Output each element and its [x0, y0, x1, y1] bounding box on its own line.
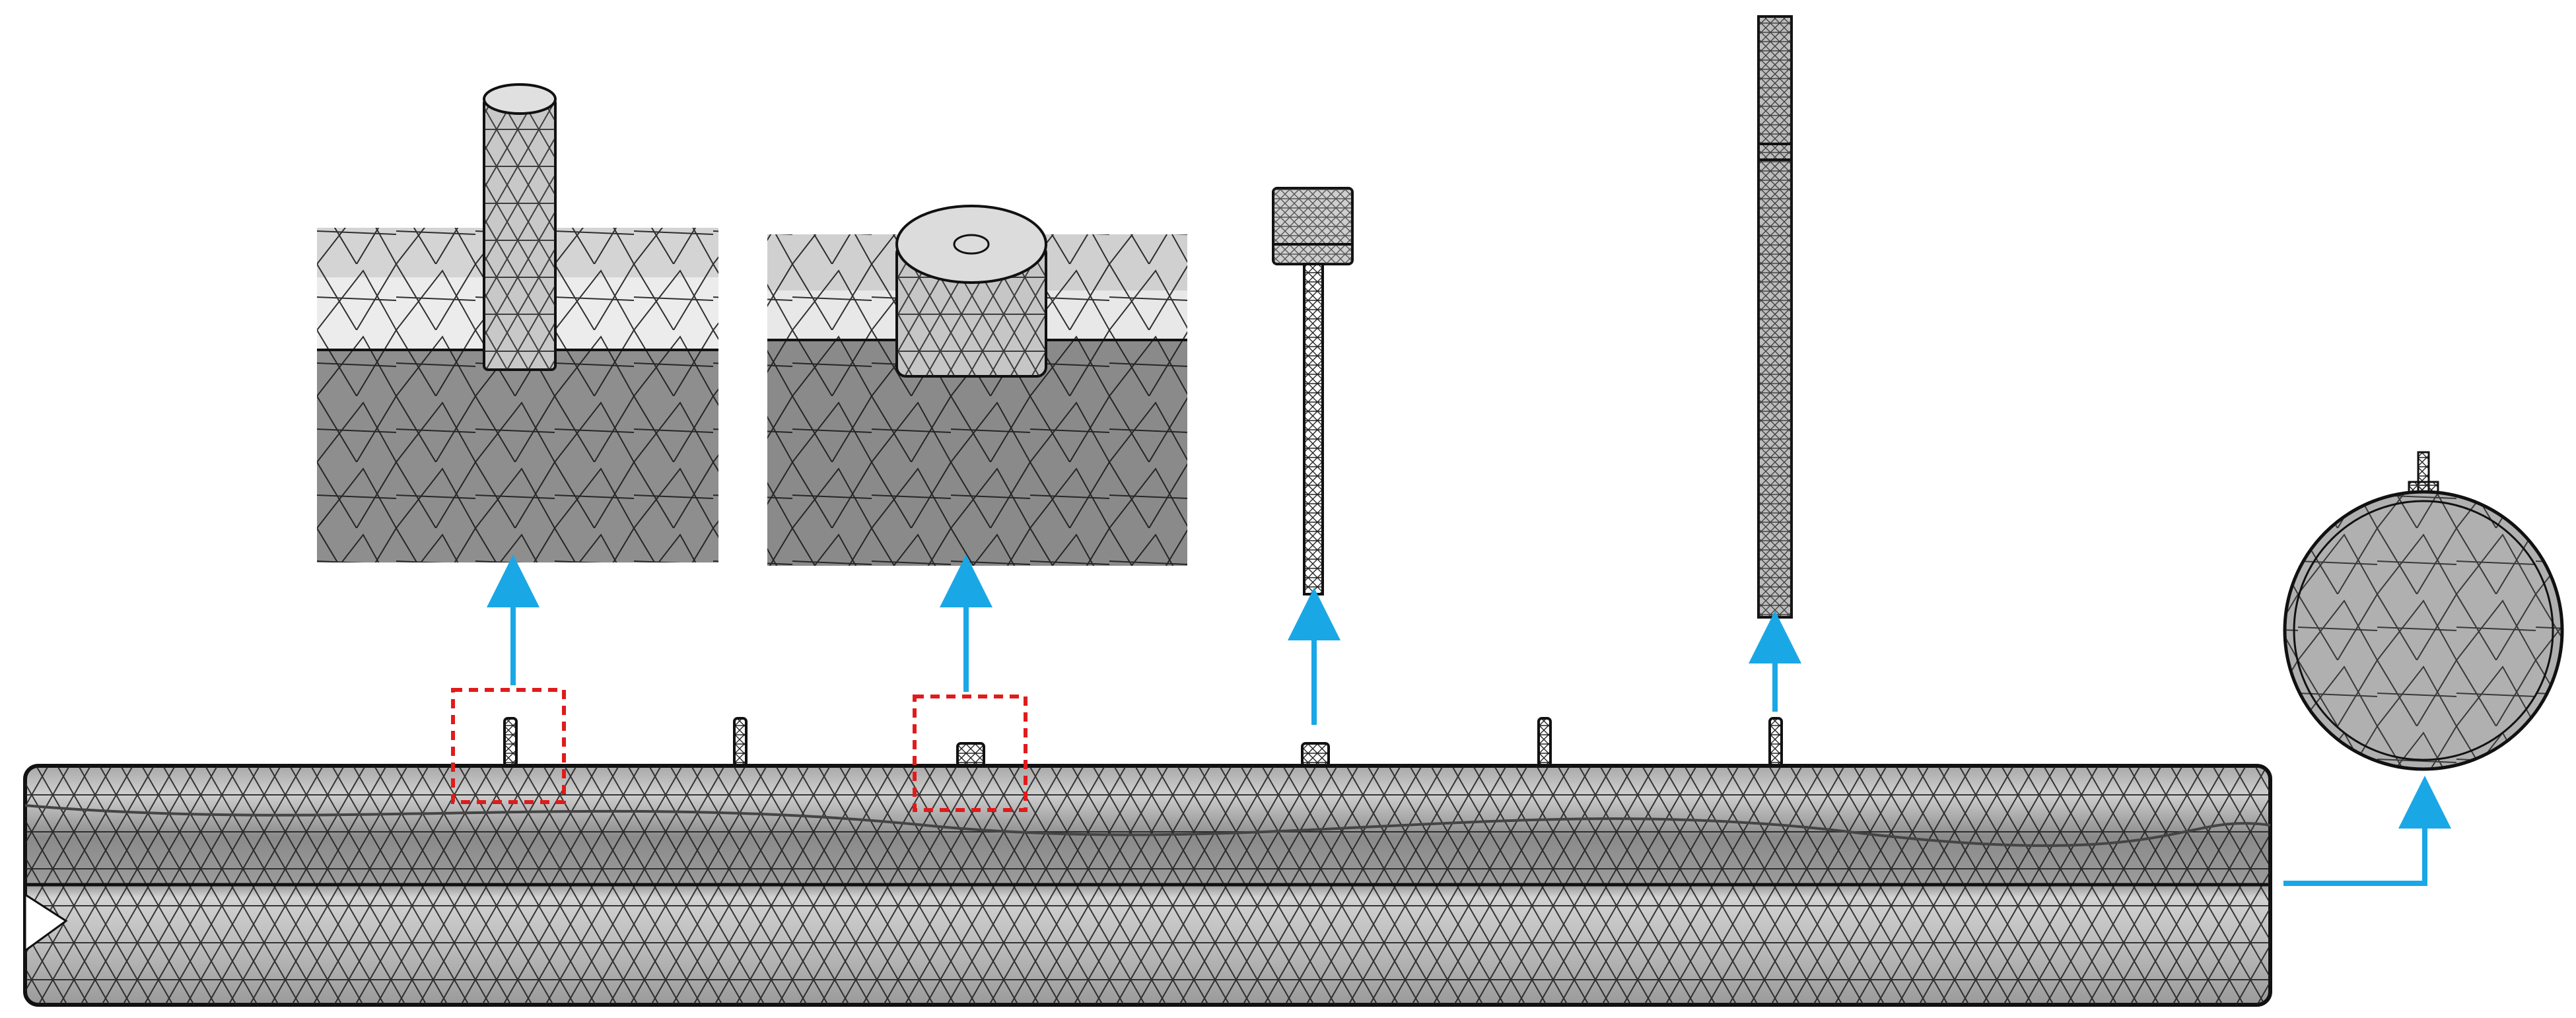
- probe-cap-3: [956, 742, 985, 767]
- highlight-box-2: [913, 695, 1027, 812]
- cross-section-mesh: [2286, 493, 2561, 768]
- probe-rod-2: [733, 717, 748, 767]
- cross-section-view: [2283, 451, 2564, 771]
- probe-rod-5: [1537, 717, 1552, 767]
- inset2-cap-top: [895, 205, 1047, 284]
- probe3-cap-mesh: [1273, 188, 1352, 264]
- inset2-cap-hole: [953, 234, 990, 255]
- cross-section-rim: [2293, 500, 2554, 761]
- probe-rod-6: [1768, 717, 1783, 767]
- inset1-rod-mesh: [484, 99, 555, 370]
- pipe-end-notch: [24, 893, 68, 953]
- zoom-inset-rod: [317, 83, 718, 562]
- probe-cap-4: [1301, 742, 1330, 767]
- highlight-box-1: [451, 688, 566, 804]
- probe3-rod: [1303, 263, 1324, 595]
- probe-rod-1: [503, 717, 518, 767]
- long-rod-view: [1757, 15, 1793, 619]
- long-rod-mesh: [1758, 17, 1792, 617]
- long-rod-joint: [1758, 143, 1792, 161]
- arrows: [487, 555, 2451, 886]
- probe-with-cap-view: [1272, 187, 1354, 595]
- inset1-rod-top: [483, 83, 557, 115]
- zoom-inset-cap: [767, 205, 1187, 566]
- main-pipe: [23, 764, 2272, 1007]
- pipe-probes: [503, 717, 1783, 767]
- arrow-to-cross-section: [2283, 776, 2451, 886]
- pipe-wave-line: [24, 804, 2271, 847]
